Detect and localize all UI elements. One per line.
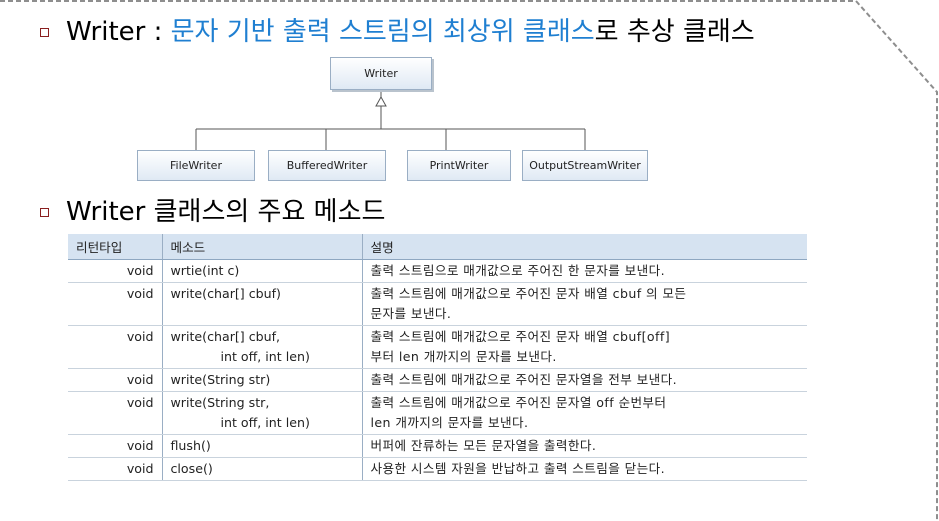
return-type: void (68, 391, 162, 435)
heading-highlight: 문자 기반 출력 스트림의 최상위 클래스 (170, 17, 595, 47)
table-row: void write(char[] cbuf,int off, int len)… (68, 325, 807, 369)
heading-methods: Writer 클래스의 주요 메소드 (66, 197, 386, 227)
return-type: void (68, 457, 162, 481)
bullet-icon (40, 28, 49, 37)
method-description: 출력 스트림에 매개값으로 주어진 문자 배열 cbuf[off]부터 len … (361, 325, 807, 369)
class-box-writer: Writer (330, 57, 432, 90)
table-row: void write(String str,int off, int len) … (68, 391, 807, 435)
class-box-outputstreamwriter: OutputStreamWriter (522, 150, 648, 181)
class-box-filewriter: FileWriter (137, 150, 255, 181)
return-type: void (68, 434, 162, 458)
return-type: void (68, 259, 162, 283)
heading-suffix: 로 추상 클래스 (594, 17, 755, 47)
table-row: void write(String str) 출력 스트림에 매개값으로 주어진… (68, 368, 807, 392)
table-row: void wrtie(int c) 출력 스트림으로 매개값으로 주어진 한 문… (68, 259, 807, 283)
method-name: close() (161, 457, 362, 481)
header-return-type: 리턴타입 (68, 234, 162, 260)
table-row: void flush() 버퍼에 잔류하는 모든 문자열을 출력한다. (68, 434, 807, 458)
bullet-icon (40, 208, 49, 217)
table-header-row: 리턴타입 메소드 설명 (68, 234, 807, 260)
method-description: 출력 스트림에 매개값으로 주어진 문자열을 전부 보낸다. (361, 368, 807, 392)
methods-table: 리턴타입 메소드 설명 void wrtie(int c) 출력 스트림으로 매… (68, 234, 807, 481)
method-name: flush() (161, 434, 362, 458)
heading-prefix: Writer : (66, 17, 171, 47)
table-row: void write(char[] cbuf) 출력 스트림에 매개값으로 주어… (68, 282, 807, 326)
class-box-bufferedwriter: BufferedWriter (268, 150, 386, 181)
inheritance-connectors (195, 90, 586, 150)
method-description: 출력 스트림으로 매개값으로 주어진 한 문자를 보낸다. (361, 259, 807, 283)
table-row: void close() 사용한 시스템 자원을 반납하고 출력 스트림을 닫는… (68, 457, 807, 481)
heading-writer: Writer : 문자 기반 출력 스트림의 최상위 클래스로 추상 클래스 (66, 17, 755, 47)
return-type: void (68, 368, 162, 392)
method-name: write(char[] cbuf,int off, int len) (161, 325, 362, 369)
return-type: void (68, 282, 162, 326)
method-name: write(String str) (161, 368, 362, 392)
method-description: 사용한 시스템 자원을 반납하고 출력 스트림을 닫는다. (361, 457, 807, 481)
return-type: void (68, 325, 162, 369)
header-description: 설명 (361, 234, 807, 260)
method-description: 버퍼에 잔류하는 모든 문자열을 출력한다. (361, 434, 807, 458)
method-name: write(String str,int off, int len) (161, 391, 362, 435)
header-method: 메소드 (161, 234, 362, 260)
method-name: write(char[] cbuf) (161, 282, 362, 326)
method-name: wrtie(int c) (161, 259, 362, 283)
class-box-printwriter: PrintWriter (407, 150, 511, 181)
